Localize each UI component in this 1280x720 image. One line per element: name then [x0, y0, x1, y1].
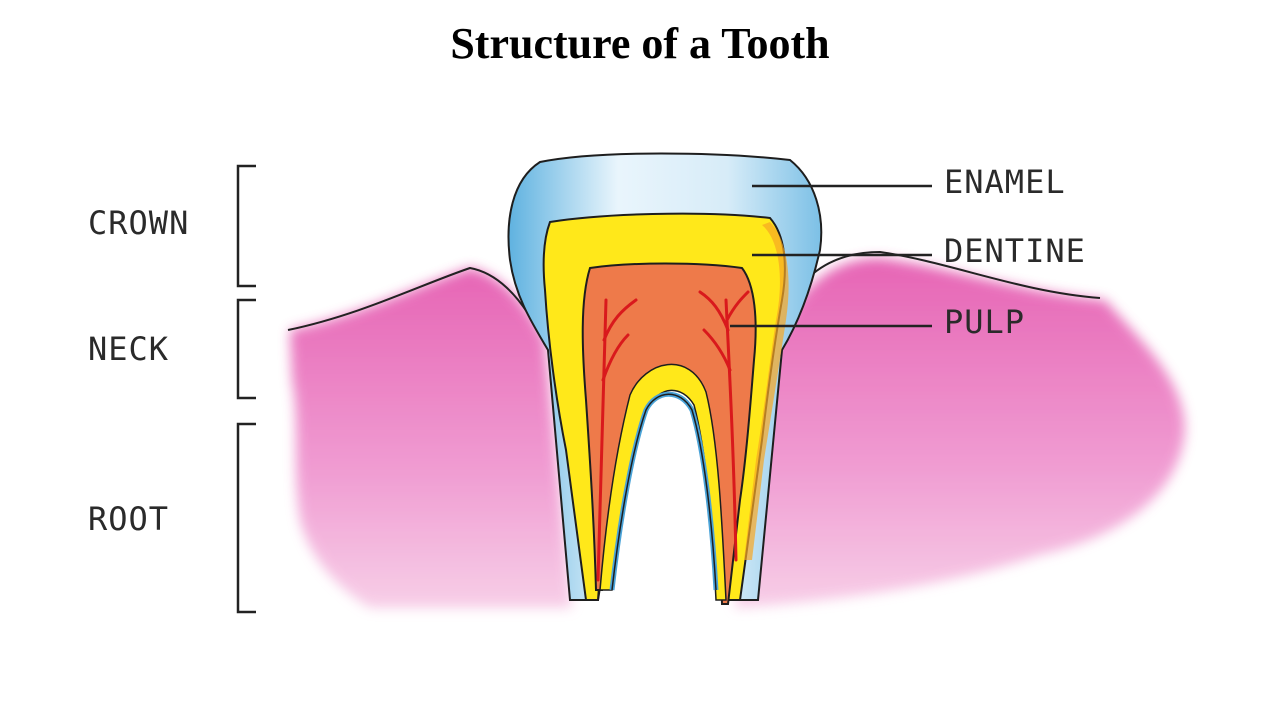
region-brackets — [236, 164, 256, 614]
enamel-label: ENAMEL — [944, 163, 1066, 201]
diagram-title: Structure of a Tooth — [450, 19, 830, 68]
tooth — [507, 152, 823, 605]
neck-bracket — [236, 298, 256, 400]
dentine-shadow — [744, 222, 789, 560]
vessel-right-branch-1 — [698, 290, 730, 332]
root-bracket — [236, 422, 256, 614]
vessel-left-branch-2 — [601, 333, 630, 382]
vessel-left — [596, 298, 608, 582]
dentine-label: DENTINE — [944, 232, 1086, 270]
leader-lines — [730, 184, 932, 328]
crown-bracket — [236, 164, 256, 288]
gum-left — [290, 268, 572, 608]
crown-label: CROWN — [88, 204, 189, 242]
gum-outline-left — [287, 266, 546, 346]
neck-label: NECK — [88, 330, 169, 368]
root-cavity-outline — [611, 393, 717, 591]
root-label: ROOT — [88, 500, 169, 538]
gum-right — [735, 258, 1185, 608]
blood-vessels — [596, 290, 750, 582]
vessel-right-branch-2 — [702, 328, 732, 372]
vessel-left-branch-1 — [602, 298, 638, 342]
pulp-label: PULP — [944, 303, 1025, 341]
gum-tissue — [287, 250, 1185, 608]
vessel-right-branch-3 — [725, 290, 750, 322]
